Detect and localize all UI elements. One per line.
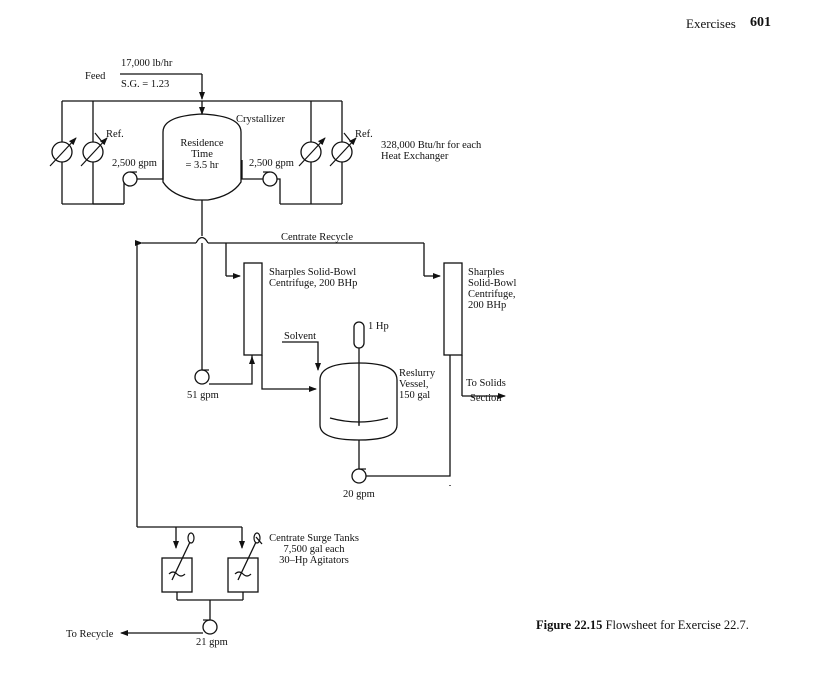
reslurry-line1: Reslurry [399,368,436,379]
surge-line3: 30–Hp Agitators [279,555,349,566]
hx-duty-line1: 328,000 Btu/hr for each [381,140,482,151]
pump-left [122,171,138,187]
pump-20-label: 20 gpm [343,489,375,500]
page-number: 601 [750,15,771,30]
pump-21 [202,619,218,635]
crystallizer-label: Crystallizer [236,114,285,125]
reslurry-line2: Vessel, [399,379,428,390]
residence-line3: = 3.5 hr [185,160,219,171]
pump-20 [351,468,367,484]
solvent-label: Solvent [284,331,316,342]
pump-51 [194,369,210,385]
reslurry-vessel [319,362,398,441]
pump-left-flow: 2,500 gpm [112,158,157,169]
caption-label: Figure 22.15 [536,618,603,632]
hx-duty-line2: Heat Exchanger [381,151,449,162]
centrifuge-2 [443,262,463,356]
centrate-recycle-label: Centrate Recycle [281,232,353,243]
surge-line1: Centrate Surge Tanks [269,533,359,544]
to-recycle-label: To Recycle [66,629,114,640]
centrifuge2-line3: Centrifuge, [468,289,516,300]
pump-21-label: 21 gpm [196,637,228,648]
reslurry-line3: 150 gal [399,390,430,401]
to-solids-line2: Section [470,393,502,404]
residence-line1: Residence [180,138,223,149]
to-solids-line1: To Solids [466,378,506,389]
surge-line2: 7,500 gal each [284,544,346,555]
feed-label: Feed [85,71,106,82]
agitator-power: 1 Hp [368,321,389,332]
residence-line2: Time [191,149,213,160]
surge-tank-1 [161,557,193,593]
centrifuge1-line2: Centrifuge, 200 BHp [269,278,357,289]
centrifuge2-line4: 200 BHp [468,300,506,311]
pump-right-flow: 2,500 gpm [249,158,294,169]
centrifuge-1 [243,262,263,356]
agitator-motor [353,321,365,349]
caption-text: Flowsheet for Exercise 22.7. [605,618,749,632]
centrifuge2-line1: Sharples [468,267,504,278]
pump-right [262,171,278,187]
ref-left: Ref. [106,129,124,140]
crystallizer-vessel [162,113,242,201]
ref-right: Ref. [355,129,373,140]
feed-rate: 17,000 lb/hr [121,58,173,69]
pump-51-label: 51 gpm [187,390,219,401]
centrifuge2-line2: Solid-Bowl [468,278,517,289]
surge-tank-2 [227,557,259,593]
page-header: Exercises 601 [0,15,815,36]
feed-sg: S.G. = 1.23 [121,79,169,90]
centrifuge1-line1: Sharples Solid-Bowl [269,267,356,278]
figure-caption: Figure 22.15 Flowsheet for Exercise 22.7… [536,617,766,633]
section-title: Exercises [686,16,736,31]
